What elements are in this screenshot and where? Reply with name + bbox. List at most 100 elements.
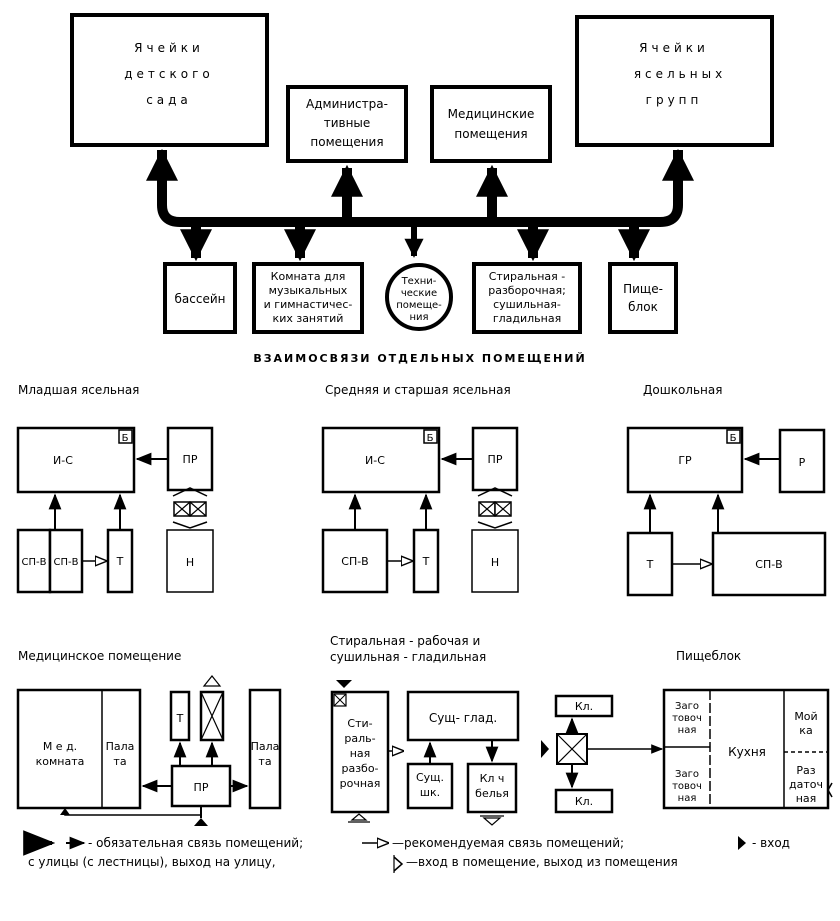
- dishwash-line-1: Мой: [794, 710, 817, 723]
- pool-box: [163, 262, 237, 334]
- washing-line-4: разбо-: [341, 762, 378, 775]
- senior-nursery-title: Средняя и старшая ясельная: [325, 383, 511, 397]
- legend-street: с улицы (с лестницы), выход на улицу,: [28, 855, 276, 869]
- reception-label-2: ПР: [488, 453, 503, 466]
- buffet-box: [118, 429, 133, 444]
- dressing-label: Р: [799, 456, 806, 469]
- ward-2-line-1: Пала: [251, 740, 280, 753]
- laundry-box: [472, 262, 582, 334]
- admin-line-1: Администра-: [306, 97, 388, 111]
- legend: - обязательная связь помещений; —рекомен…: [23, 830, 790, 873]
- med-toilet-label: Т: [176, 712, 184, 725]
- nursery-line-1: Ячейки: [639, 41, 709, 55]
- pantry-box-2: [554, 788, 614, 814]
- kindergarten-line-3: сада: [146, 93, 192, 107]
- junior-nursery-group: Младшая ясельная И-С Б ПР Н СП-В СП-В Т: [16, 383, 214, 594]
- dressing-box: [778, 428, 826, 494]
- bedroom-box-1: [16, 528, 52, 594]
- prep-2-line-3: ная: [678, 793, 697, 804]
- pantry-label-2: Кл.: [575, 795, 593, 808]
- play-room-box-2: [321, 426, 441, 494]
- nursery-line-2: ясельных: [634, 67, 726, 81]
- ward-1-line-1: Пала: [106, 740, 135, 753]
- terrace-box: [166, 529, 214, 593]
- medical-room-box: [16, 688, 142, 810]
- bedroom-label-1: СП-В: [22, 557, 47, 568]
- kindergarten-line-2: детского: [124, 67, 214, 81]
- legend-entrance: - вход: [752, 836, 790, 850]
- junior-nursery-title: Младшая ясельная: [18, 383, 139, 397]
- music-line-1: Комната для: [271, 270, 346, 283]
- medical-line-1: Медицинские: [448, 107, 535, 121]
- reception-box-2: [471, 426, 519, 492]
- linen-store-box: [466, 762, 518, 814]
- legend-room-entrance: —вход в помещение, выход из помещения: [406, 855, 678, 869]
- washing-line-3: ная: [350, 747, 371, 760]
- technical-line-1: Техни-: [401, 276, 437, 287]
- toilet-box-2: [412, 528, 440, 594]
- linen-line-1: Кл ч: [480, 772, 505, 785]
- food-line-2: блок: [628, 300, 658, 314]
- admin-box: [286, 85, 408, 163]
- food-line-1: Пище-: [623, 282, 663, 296]
- technical-line-4: ния: [409, 312, 428, 323]
- prep-1-line-1: Заго: [675, 701, 699, 712]
- music-room-box: [252, 262, 364, 334]
- laundry-title-line-2: сушильная - гладильная: [330, 650, 486, 664]
- reception-label: ПР: [183, 453, 198, 466]
- washing-line-5: рочная: [340, 777, 381, 790]
- reception-box: [166, 426, 214, 492]
- admin-line-3: помещения: [310, 135, 383, 149]
- ward-2-box: [248, 688, 282, 810]
- laundry-title-line-1: Стиральная - рабочая и: [330, 634, 480, 648]
- buffet-label: Б: [122, 433, 129, 444]
- music-line-2: музыкальных: [269, 284, 348, 297]
- group-room-box: [626, 426, 744, 494]
- buffet-box-2: [423, 429, 438, 444]
- pool-label: бассейн: [175, 292, 226, 306]
- technical-rooms-circle: [385, 263, 453, 331]
- serving-line-1: Раз: [796, 764, 815, 777]
- technical-line-2: ческие: [401, 288, 437, 299]
- laundry-line-1: Стиральная -: [489, 270, 566, 283]
- ward-1-line-2: та: [113, 755, 126, 768]
- preschool-group: Дошкольная ГР Б Р Т СП-В: [626, 383, 827, 597]
- buffet-label-2: Б: [427, 433, 434, 444]
- admin-line-2: тивные: [324, 116, 371, 130]
- washing-line-1: Сти-: [347, 717, 372, 730]
- medical-section: Медицинское помещение М е д. комната Пал…: [16, 649, 282, 826]
- laundry-section: Стиральная - рабочая и сушильная - глади…: [330, 634, 520, 826]
- terrace-label-2: Н: [491, 556, 499, 569]
- kitchen-box: [662, 688, 830, 810]
- prep-1-line-3: ная: [678, 725, 697, 736]
- legend-mandatory: - обязательная связь помещений;: [88, 836, 303, 850]
- medical-line-2: помещения: [454, 127, 527, 141]
- food-block-box: [608, 262, 678, 334]
- kindergarten-cells-box: [70, 13, 269, 147]
- bedroom-label-4: СП-В: [755, 558, 782, 571]
- technical-line-3: помеще-: [396, 300, 442, 311]
- bedroom-label-2: СП-В: [54, 557, 79, 568]
- group-room-label: ГР: [678, 454, 692, 467]
- drying-cabinet-box: [406, 762, 454, 810]
- kindergarten-line-1: Ячейки: [134, 41, 204, 55]
- ward-2-line-2: та: [258, 755, 271, 768]
- drying-cabinet-line-2: шк.: [420, 786, 440, 799]
- med-reception-label: ПР: [194, 781, 209, 794]
- medical-room-line-1: М е д.: [43, 740, 77, 753]
- dishwash-line-2: ка: [799, 724, 812, 737]
- laundry-line-3: сушильная-: [493, 298, 561, 311]
- section-title: ВЗАИМОСВЯЗИ ОТДЕЛЬНЫХ ПОМЕЩЕНИЙ: [253, 352, 586, 365]
- toilet-label: Т: [116, 555, 124, 568]
- drying-ironing-label: Сущ- глад.: [429, 711, 497, 725]
- music-line-3: и гимнастичес-: [264, 298, 353, 311]
- buffet-box-3: [726, 429, 741, 444]
- med-toilet-box: [169, 690, 191, 742]
- terrace-box-2: [471, 529, 519, 593]
- serving-line-2: даточ: [789, 778, 823, 791]
- prep-1-line-2: товоч: [672, 713, 702, 724]
- play-room-label-2: И-С: [365, 454, 385, 467]
- drying-cabinet-line-1: Сущ.: [416, 771, 444, 784]
- toilet-label-2: Т: [422, 555, 430, 568]
